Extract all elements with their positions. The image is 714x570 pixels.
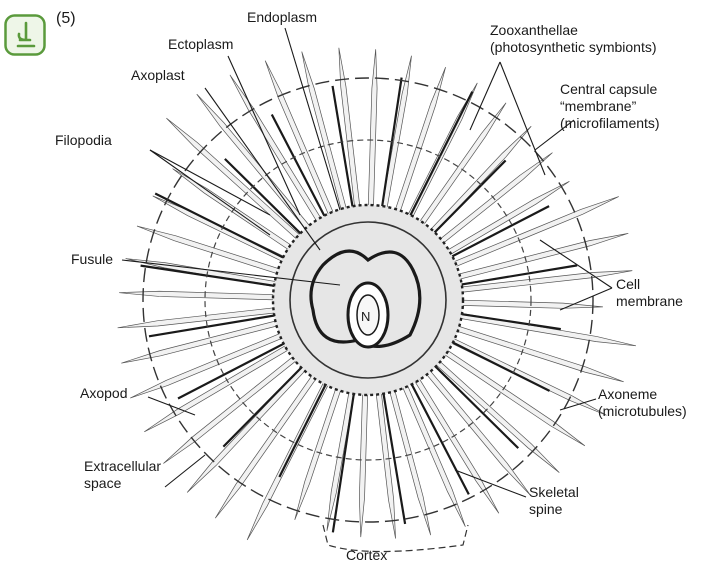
label-skeletal-spine: Skeletal spine — [529, 484, 579, 518]
label-cortex: Cortex — [346, 547, 387, 564]
label-extracellular-space: Extracellular space — [84, 458, 161, 492]
label-ectoplasm: Ectoplasm — [168, 36, 233, 53]
label-axoneme-line-1: Axoneme — [598, 386, 687, 403]
label-zooxanthellae-line-1: Zooxanthellae — [490, 22, 657, 39]
label-fusule: Fusule — [71, 251, 113, 268]
label-cell-membrane: Cell membrane — [616, 276, 683, 310]
label-filopodia: Filopodia — [55, 132, 112, 149]
label-central-capsule: Central capsule “membrane” (microfilamen… — [560, 81, 660, 132]
label-axopod: Axopod — [80, 385, 127, 402]
label-central-capsule-line-3: (microfilaments) — [560, 115, 660, 132]
nucleus-label: N — [361, 308, 370, 325]
label-skeletal-spine-line-1: Skeletal — [529, 484, 579, 501]
label-central-capsule-line-1: Central capsule — [560, 81, 660, 98]
leader-line — [500, 62, 545, 175]
label-axoneme: Axoneme (microtubules) — [598, 386, 687, 420]
label-axoplast: Axoplast — [131, 67, 185, 84]
leader-line — [165, 455, 205, 487]
microscope-icon — [4, 14, 46, 56]
label-extracellular-line-1: Extracellular — [84, 458, 161, 475]
label-zooxanthellae-line-2: (photosynthetic symbionts) — [490, 39, 657, 56]
label-axoneme-line-2: (microtubules) — [598, 403, 687, 420]
label-skeletal-spine-line-2: spine — [529, 501, 579, 518]
label-central-capsule-line-2: “membrane” — [560, 98, 660, 115]
label-zooxanthellae: Zooxanthellae (photosynthetic symbionts) — [490, 22, 657, 56]
concentric-layers — [143, 78, 593, 522]
label-cell-membrane-line-1: Cell — [616, 276, 683, 293]
label-extracellular-line-2: space — [84, 475, 161, 492]
figure-number: (5) — [56, 10, 76, 28]
label-cell-membrane-line-2: membrane — [616, 293, 683, 310]
label-endoplasm: Endoplasm — [247, 9, 317, 26]
